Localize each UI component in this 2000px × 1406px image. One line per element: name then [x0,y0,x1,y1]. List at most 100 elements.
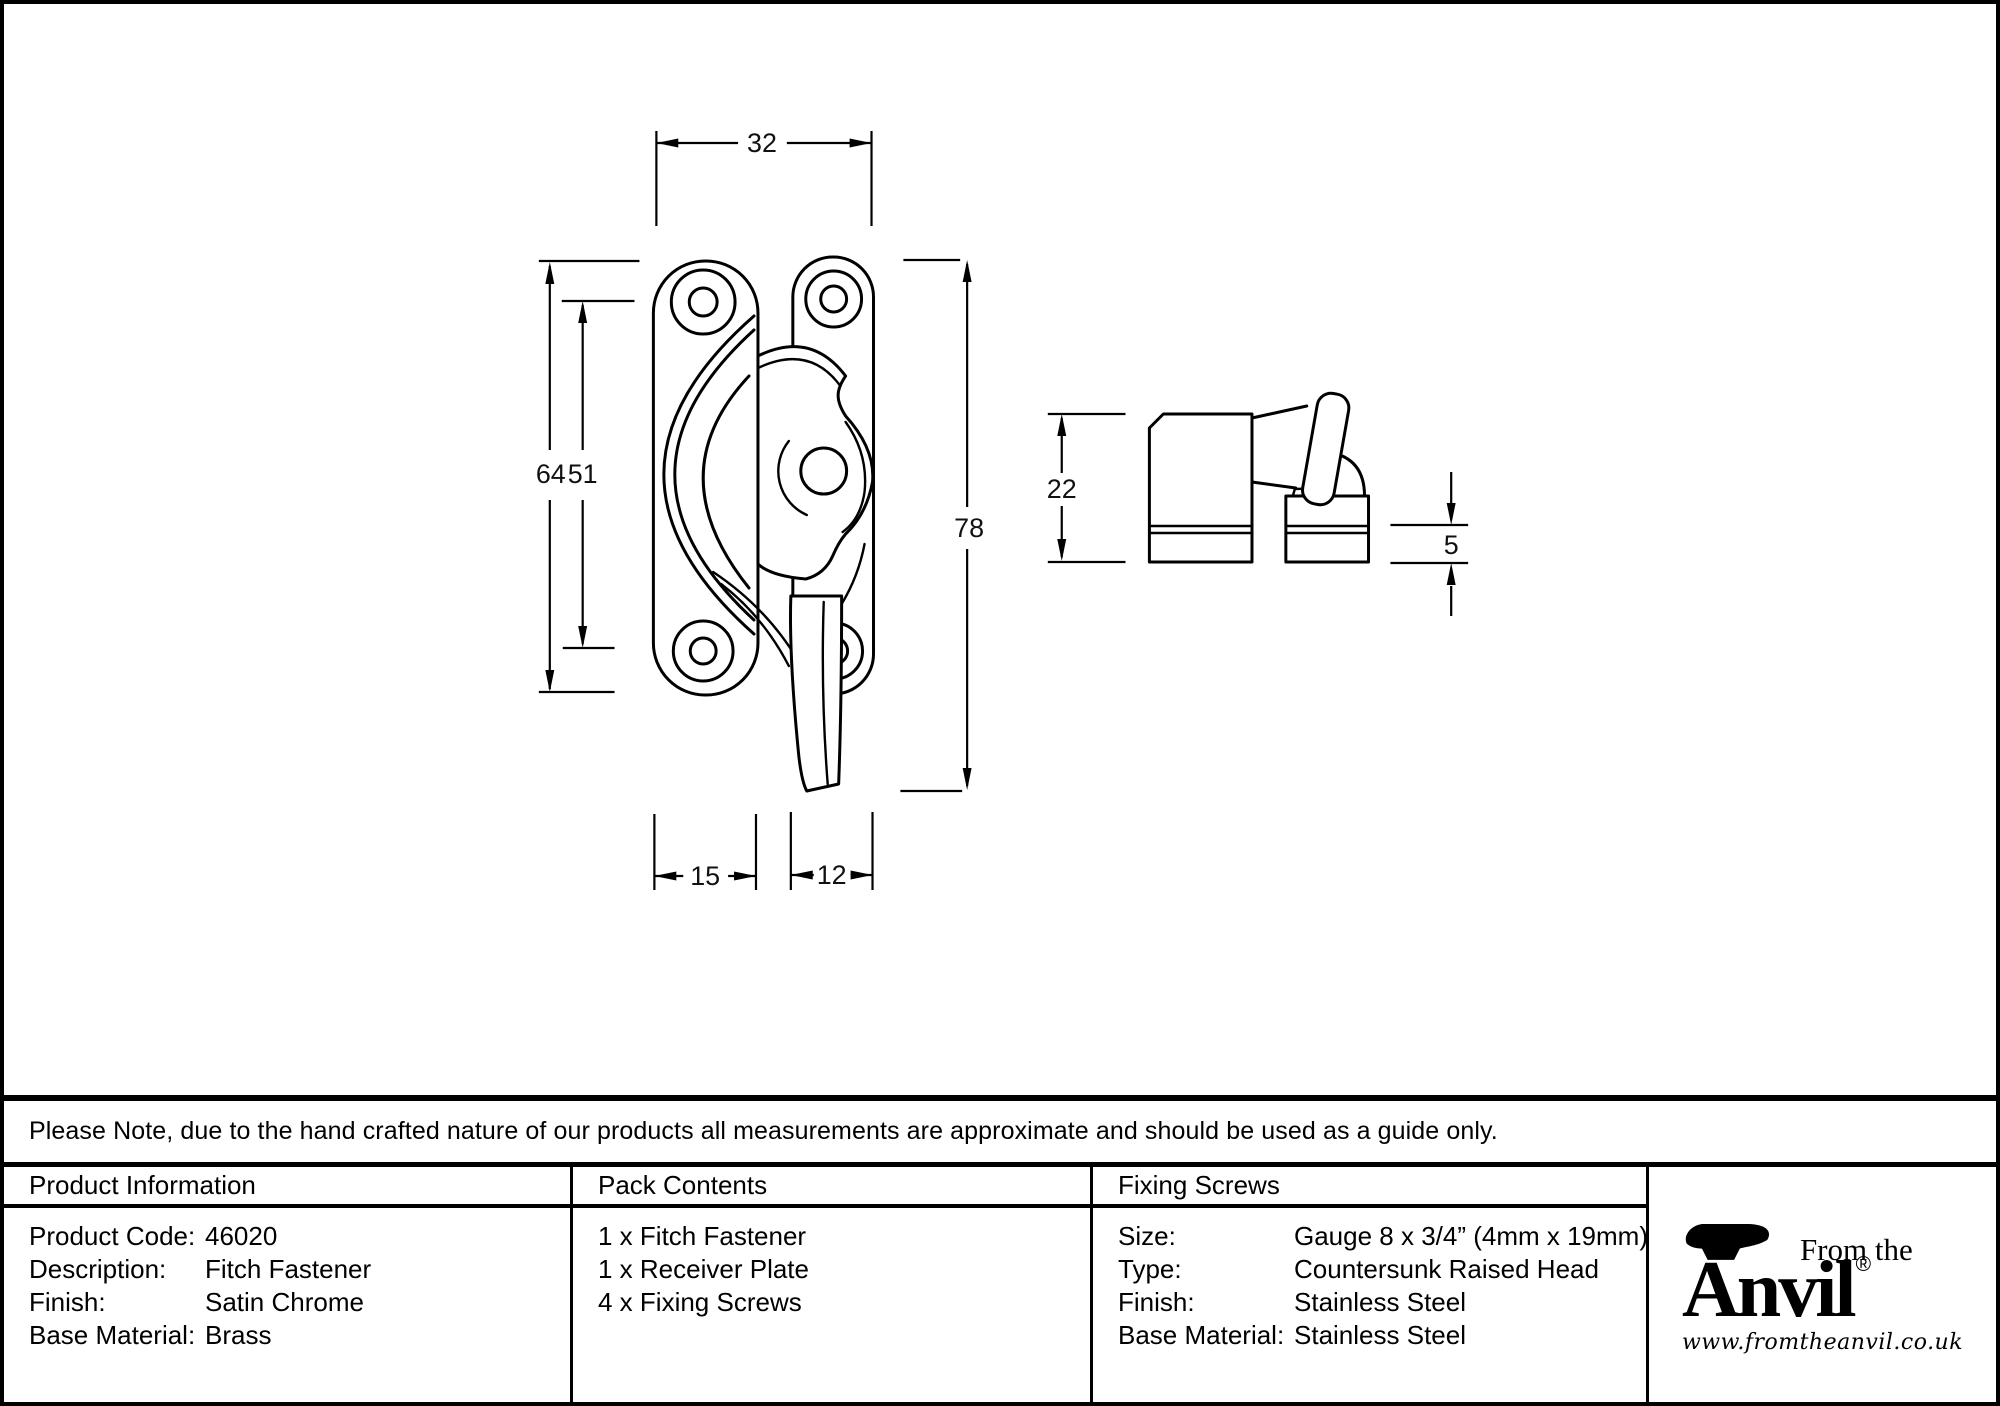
technical-drawing: 32 64 51 78 [536,128,1469,891]
column-header-label: Pack Contents [598,1170,768,1200]
cam-bottom-rim-arc [719,582,791,668]
crescent-dome-outer-arc [662,314,756,636]
cam-arm-line [1250,480,1298,490]
field-value: Satin Chrome [205,1287,364,1317]
arrow-up-icon [962,260,972,282]
field-label: Base Material: [1118,1320,1285,1350]
field-label: Finish: [1118,1287,1195,1317]
table-row: Base Material: Stainless Steel [1118,1319,1646,1352]
dimension-overall-height: 78 [900,258,984,793]
dimension-label: 22 [1047,474,1077,504]
screw-hole [804,269,864,329]
field-value: Gauge 8 x 3/4” (4mm x 19mm) [1294,1221,1648,1251]
table-row: Base Material: Brass [29,1319,570,1352]
latch-hook-inner-line [821,600,829,786]
screw-hole-center [819,284,849,314]
field-value: Fitch Fastener [205,1254,372,1284]
arrow-left-icon [654,871,677,881]
field-value: 46020 [205,1221,278,1251]
field-label: Base Material: [29,1320,196,1350]
dimension-label: 64 [536,459,566,489]
dimension-overall-width: 32 [655,128,873,226]
logo-top-row: From the [1684,1214,1913,1266]
list-item: 1 x Receiver Plate [598,1254,809,1284]
brand-logo-cell: From the Anvil ® www.fromtheanvil.co.uk [1646,1167,1996,1402]
arrow-down-icon [545,670,555,692]
table-row: Size: Gauge 8 x 3/4” (4mm x 19mm) [1118,1220,1648,1253]
field-label: Type: [1118,1254,1182,1284]
arrow-down-icon [1057,539,1067,561]
cam-arm-line [1250,404,1309,420]
dimension-plate-thickness: 5 [1390,472,1469,616]
fixing-screws-header: Fixing Screws [1090,1167,1646,1208]
dimension-hole-spacing: 51 [561,299,635,650]
arrow-right-icon [850,870,873,880]
column-header-label: Fixing Screws [1118,1170,1280,1200]
field-value: Countersunk Raised Head [1294,1254,1599,1284]
dimension-keep-width: 12 [789,812,874,890]
cam-rim-arc [756,358,841,387]
arrow-right-icon [734,871,756,881]
cam-bottom-rim-arc [840,542,866,606]
dimension-label: 15 [690,861,720,891]
latch-hook [789,594,844,793]
column-header-label: Product Information [29,1170,256,1200]
technical-drawing-area: 32 64 51 78 [4,4,1996,1095]
arrow-up-icon [1446,563,1456,585]
note-band: Please Note, due to the hand crafted nat… [4,1095,1996,1162]
cam-face-arc [777,439,808,517]
dimension-plate-height: 64 [536,259,640,694]
arrow-up-icon [578,301,588,323]
list-item: 4 x Fixing Screws [598,1287,802,1317]
side-view-drawing [1147,391,1371,564]
table-row: Type: Countersunk Raised Head [1118,1253,1646,1286]
from-the-anvil-logo: From the Anvil ® www.fromtheanvil.co.uk [1682,1214,1963,1355]
screw-hole-center [688,636,718,666]
table-row: Finish: Stainless Steel [1118,1286,1646,1319]
pack-contents-header: Pack Contents [570,1167,1090,1208]
logo-tagline: From the [1799,1232,1913,1267]
field-label: Finish: [29,1287,106,1317]
logo-website: www.fromtheanvil.co.uk [1681,1330,1964,1355]
logo-wordmark-row: Anvil ® [1682,1250,1871,1330]
arrow-left-icon [656,138,679,148]
pack-contents-body: 1 x Fitch Fastener 1 x Receiver Plate 4 … [570,1208,1090,1402]
arrow-down-icon [578,626,588,648]
table-row: Description: Fitch Fastener [29,1253,570,1286]
note-text: Please Note, due to the hand crafted nat… [29,1117,1498,1145]
cam-lobe-inner-arc [841,420,867,534]
screw-hole-center [687,286,719,318]
dimension-plate-width: 15 [653,814,758,891]
product-information-body: Product Code: 46020 Description: Fitch F… [4,1208,570,1402]
field-label: Description: [29,1254,167,1284]
registered-trademark-icon: ® [1855,1253,1872,1276]
front-view-drawing [651,255,876,793]
screw-hole [669,268,737,336]
cam-pivot [799,446,849,496]
dimension-label: 32 [747,128,777,158]
screw-hole [671,619,735,683]
crescent-dome-inner-arc [673,328,756,622]
fixing-screws-body: Size: Gauge 8 x 3/4” (4mm x 19mm) Type: … [1090,1208,1648,1402]
dimension-depth: 22 [1047,412,1126,564]
dimension-label: 51 [568,459,598,489]
handle-side [1301,391,1351,507]
arrow-up-icon [545,262,555,284]
arrow-down-icon [962,768,972,790]
receiver-side-block [1284,494,1371,564]
crescent-dome-face-arc [701,374,751,590]
list-item: 1 x Fitch Fastener [598,1221,807,1251]
product-information-header: Product Information [4,1167,570,1208]
field-label: Size: [1118,1221,1176,1251]
fastener-side-block [1147,412,1254,564]
table-row: Product Code: 46020 [29,1220,570,1253]
field-value: Stainless Steel [1294,1320,1466,1350]
dimension-label: 5 [1444,530,1459,560]
arrow-left-icon [790,870,813,880]
dimension-label: 78 [954,513,984,543]
anvil-icon [1685,1223,1769,1260]
table-row: Finish: Satin Chrome [29,1286,570,1319]
logo-wordmark: Anvil [1681,1246,1857,1334]
field-value: Stainless Steel [1294,1287,1466,1317]
